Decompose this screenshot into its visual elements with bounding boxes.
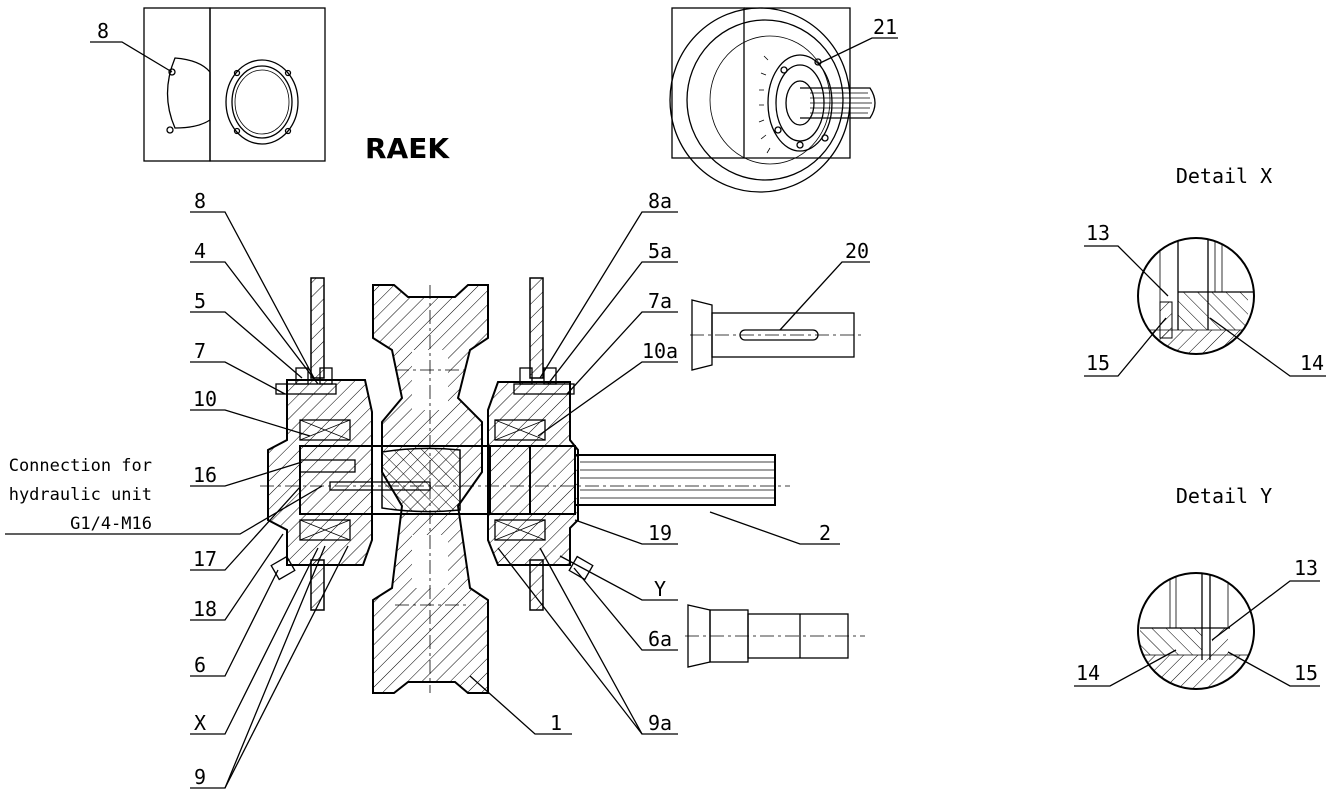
callout-8: 8 — [194, 189, 206, 213]
callout-6: 6 — [194, 653, 206, 677]
callout-x: X — [194, 711, 206, 735]
detail-y-callout-13: 13 — [1294, 556, 1318, 580]
callout-2: 2 — [819, 521, 831, 545]
drawing-title: RAEK — [365, 132, 450, 165]
detail-x-callout-15: 15 — [1086, 351, 1110, 375]
callout-19: 19 — [648, 521, 672, 545]
callout-16: 16 — [193, 463, 217, 487]
detail-y-callout-15: 15 — [1294, 661, 1318, 685]
detail-x-callout-14: 14 — [1300, 351, 1324, 375]
callout-6a: 6a — [648, 627, 672, 651]
main-section-view — [260, 277, 790, 694]
callout-8a: 8a — [648, 189, 672, 213]
callout-17: 17 — [193, 547, 217, 571]
callout-y: Y — [654, 577, 666, 601]
callout-9: 9 — [194, 765, 206, 789]
callout-7: 7 — [194, 339, 206, 363]
callout-4: 4 — [194, 239, 206, 263]
callout-1: 1 — [550, 711, 562, 735]
callout-8-top: 8 — [97, 19, 109, 43]
connection-note-line2: hydraulic unit — [9, 485, 152, 505]
shaft-lower-view — [685, 604, 865, 668]
shaft-20-view — [690, 299, 865, 371]
detail-y-view — [1137, 572, 1255, 690]
callout-9a: 9a — [648, 711, 672, 735]
detail-x-callout-13: 13 — [1086, 221, 1110, 245]
connection-note-line3: G1/4-M16 — [70, 514, 152, 534]
connection-note-line1: Connection for — [9, 456, 152, 476]
leader-lines — [5, 37, 1326, 789]
callout-5: 5 — [194, 289, 206, 313]
callout-10: 10 — [193, 387, 217, 411]
detail-x-view — [1137, 237, 1255, 355]
callout-20: 20 — [845, 239, 869, 263]
detail-x-title: Detail X — [1176, 164, 1272, 188]
callout-7a: 7a — [648, 289, 672, 313]
callout-10a: 10a — [642, 339, 678, 363]
detail-y-callout-14: 14 — [1076, 661, 1100, 685]
top-center-view — [669, 7, 876, 193]
callout-5a: 5a — [648, 239, 672, 263]
detail-y-title: Detail Y — [1176, 484, 1272, 508]
callout-18: 18 — [193, 597, 217, 621]
top-left-view — [143, 7, 326, 162]
callout-21: 21 — [873, 15, 897, 39]
